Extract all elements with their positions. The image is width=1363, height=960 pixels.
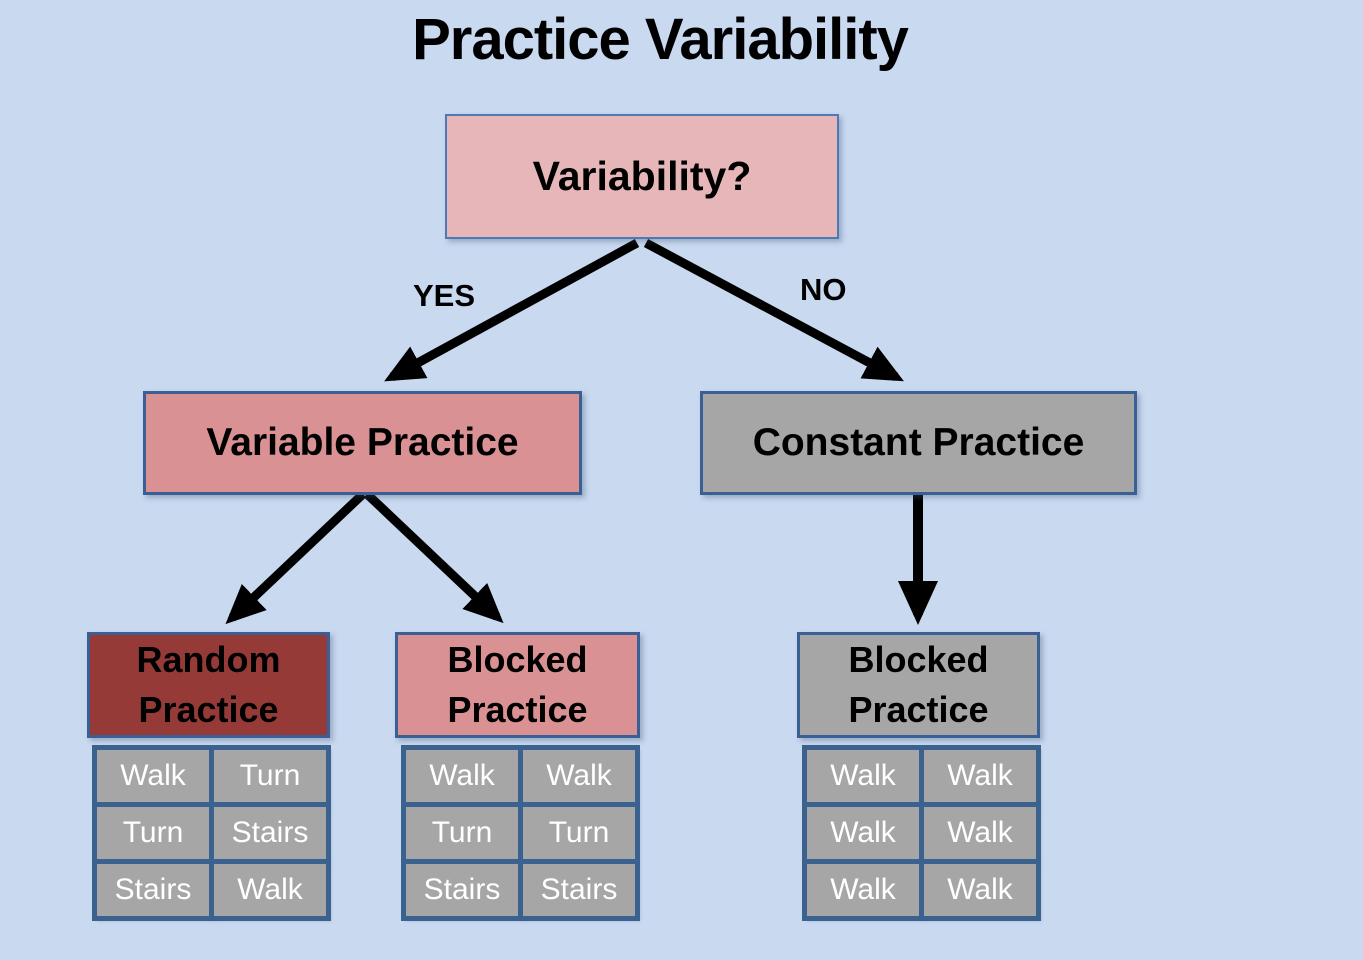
sequence-cell: Walk xyxy=(919,802,1041,864)
sequence-table-blocked-constant: Walk Walk Walk Walk Walk Walk xyxy=(802,745,1041,921)
sequence-cell: Turn xyxy=(518,802,640,864)
node-random-practice-label-line1: Random xyxy=(136,639,281,680)
edge-label-no: NO xyxy=(800,272,847,307)
sequence-cell: Walk xyxy=(92,745,214,807)
sequence-cell: Walk xyxy=(518,745,640,807)
sequence-cell: Turn xyxy=(209,745,331,807)
sequence-cell: Turn xyxy=(401,802,523,864)
diagram-title: Practice Variability xyxy=(412,7,909,72)
sequence-cell: Walk xyxy=(209,859,331,921)
sequence-cell: Walk xyxy=(919,745,1041,807)
sequence-table-random: Walk Turn Turn Stairs Stairs Walk xyxy=(92,745,331,921)
table-row: Walk Walk xyxy=(401,745,640,807)
sequence-cell: Stairs xyxy=(92,859,214,921)
node-variable-practice: Variable Practice xyxy=(143,391,582,495)
node-blocked-practice-variable: Blocked Practice xyxy=(395,632,640,738)
sequence-cell: Stairs xyxy=(209,802,331,864)
table-row: Turn Turn xyxy=(401,802,640,864)
table-row: Stairs Stairs xyxy=(401,859,640,921)
table-row: Stairs Walk xyxy=(92,859,331,921)
arrow-variable-to-blocked xyxy=(363,490,504,624)
node-variability-label: Variability? xyxy=(532,153,752,199)
sequence-cell: Stairs xyxy=(518,859,640,921)
node-constant-practice: Constant Practice xyxy=(700,391,1137,495)
sequence-cell: Walk xyxy=(919,859,1041,921)
node-blocked-practice-constant-label-line2: Practice xyxy=(848,689,989,730)
sequence-cell: Walk xyxy=(802,745,924,807)
table-row: Walk Walk xyxy=(802,745,1041,807)
node-blocked-practice-constant-label-line1: Blocked xyxy=(848,639,989,680)
node-blocked-practice-variable-label-line1: Blocked xyxy=(447,639,588,680)
node-constant-practice-label: Constant Practice xyxy=(752,421,1085,464)
edge-label-yes: YES xyxy=(413,278,476,313)
arrow-no-branch xyxy=(643,239,904,382)
node-blocked-practice-variable-label-line2: Practice xyxy=(447,689,588,730)
sequence-cell: Turn xyxy=(92,802,214,864)
node-variable-practice-label: Variable Practice xyxy=(206,421,519,464)
arrow-yes-branch xyxy=(384,239,640,382)
node-random-practice: Random Practice xyxy=(87,632,330,738)
table-row: Walk Walk xyxy=(802,802,1041,864)
arrow-variable-to-random xyxy=(225,490,367,625)
sequence-table-blocked-variable: Walk Walk Turn Turn Stairs Stairs xyxy=(401,745,640,921)
node-variability: Variability? xyxy=(445,114,839,239)
sequence-cell: Stairs xyxy=(401,859,523,921)
sequence-cell: Walk xyxy=(401,745,523,807)
node-blocked-practice-constant: Blocked Practice xyxy=(797,632,1040,738)
node-random-practice-label-line2: Practice xyxy=(138,689,279,730)
sequence-cell: Walk xyxy=(802,802,924,864)
table-row: Turn Stairs xyxy=(92,802,331,864)
sequence-cell: Walk xyxy=(802,859,924,921)
table-row: Walk Walk xyxy=(802,859,1041,921)
table-row: Walk Turn xyxy=(92,745,331,807)
